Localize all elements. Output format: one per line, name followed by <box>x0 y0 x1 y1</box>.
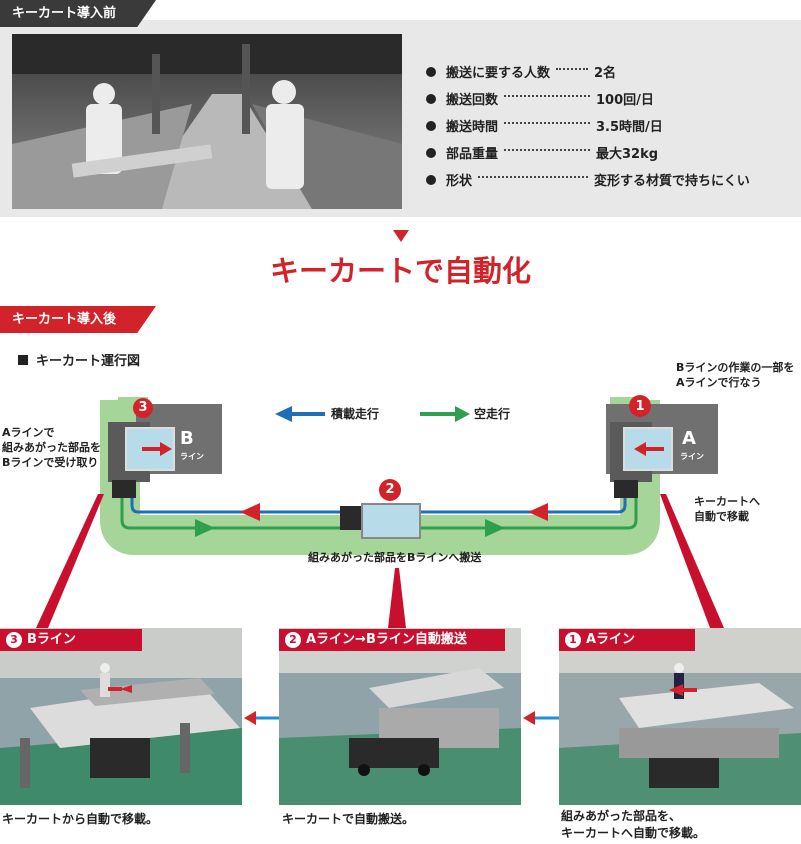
photo-transfer-tag: 2 Aライン→Bライン自動搬送 <box>279 629 505 651</box>
photo-transfer-num: 2 <box>285 632 301 648</box>
bullet-icon <box>426 147 436 158</box>
bullet-icon <box>426 93 436 104</box>
callout-pointer <box>36 494 104 628</box>
badge-3-label: 3 <box>138 400 148 415</box>
flow-arrow-icon <box>244 711 279 725</box>
fact-value: 2名 <box>594 66 617 81</box>
diagram-title: キーカート運行図 <box>18 350 140 369</box>
badge-3 <box>133 398 153 418</box>
square-icon <box>18 354 28 365</box>
arrow-right-icon <box>195 519 215 537</box>
before-tag: キーカート導入前 <box>0 0 156 27</box>
badge-1-label: 1 <box>635 399 645 414</box>
fact-label: 部品重量 <box>446 147 499 162</box>
fact-label: 搬送に要する人数 <box>446 66 551 81</box>
photo-b-line <box>0 628 242 805</box>
photo-transfer <box>279 628 521 805</box>
fact-row: 形状 変形する材質で持ちにくい <box>426 166 781 193</box>
bullet-icon <box>426 120 436 131</box>
cart-icon <box>112 480 136 498</box>
photo-b-num: 3 <box>6 632 22 648</box>
badge-1 <box>629 395 651 417</box>
caption-a: 組みあがった部品を、 キーカートへ自動で移載。 <box>561 809 706 840</box>
flow-arrow-icon <box>523 711 559 725</box>
fact-row: 搬送時間 3.5時間/日 <box>426 112 781 139</box>
bullet-icon <box>426 66 436 77</box>
note-center: 組みあがった部品をBラインへ搬送 <box>308 551 482 564</box>
station-a-sub: ライン <box>680 452 704 461</box>
fact-value: 最大32kg <box>596 147 659 162</box>
diagram-title-label: キーカート運行図 <box>36 354 141 369</box>
caption-transfer: キーカートで自動搬送。 <box>282 812 415 826</box>
fact-row: 搬送回数 100回/日 <box>426 85 781 112</box>
station-b-sub: ライン <box>180 452 204 461</box>
photo-a-line <box>559 628 801 805</box>
legend-blue-arrow-icon <box>275 406 292 422</box>
fact-label: 搬送回数 <box>446 93 499 108</box>
note-right-top: Bラインの作業の一部を Aラインで行なう <box>676 361 795 389</box>
legend-loaded: 積載走行 <box>331 407 380 421</box>
mid-cart-load <box>361 503 421 539</box>
route-diagram <box>36 395 724 628</box>
fact-value: 3.5時間/日 <box>596 120 663 135</box>
fact-label: 搬送時間 <box>446 120 499 135</box>
down-arrow-icon <box>393 230 409 242</box>
fact-value: 100回/日 <box>596 93 654 108</box>
note-right-mid: キーカートへ 自動で移載 <box>694 495 760 523</box>
fact-row: 搬送に要する人数 2名 <box>426 58 781 85</box>
photo-a-title: Aライン <box>586 632 636 647</box>
photo-b-title: Bライン <box>27 632 76 647</box>
callout-pointer <box>660 494 724 628</box>
before-facts: 搬送に要する人数 2名 搬送回数 100回/日 搬送時間 3.5時間/日 部品重… <box>426 58 781 193</box>
arrow-left-icon <box>528 503 548 521</box>
caption-b: キーカートから自動で移載。 <box>2 812 159 826</box>
arrow-right-icon <box>485 519 505 537</box>
badge-2-label: 2 <box>385 482 395 497</box>
station-b-letter: B <box>180 428 194 449</box>
fact-row: 部品重量 最大32kg <box>426 139 781 166</box>
photo-transfer-title: Aライン→Bライン自動搬送 <box>306 632 467 647</box>
photo-a-tag: 1 Aライン <box>559 629 695 651</box>
photo-a-num: 1 <box>565 632 581 648</box>
fact-value: 変形する材質で持ちにくい <box>594 174 750 189</box>
cart-icon <box>340 506 364 530</box>
legend-empty: 空走行 <box>474 407 511 421</box>
cart-icon <box>614 480 638 498</box>
badge-2 <box>379 479 401 501</box>
legend-green-arrow-icon <box>455 406 470 422</box>
after-tag: キーカート導入後 <box>0 306 156 333</box>
fact-label: 形状 <box>446 174 473 189</box>
headline: キーカートで自動化 <box>269 254 531 288</box>
before-photo <box>12 34 402 209</box>
arrow-left-icon <box>240 503 260 521</box>
photo-b-tag: 3 Bライン <box>0 629 142 651</box>
note-left: Aラインで 組みあがった部品を Bラインで受け取り <box>2 426 101 469</box>
station-a-letter: A <box>682 428 696 449</box>
bullet-icon <box>426 174 436 185</box>
callout-pointer <box>388 568 406 628</box>
